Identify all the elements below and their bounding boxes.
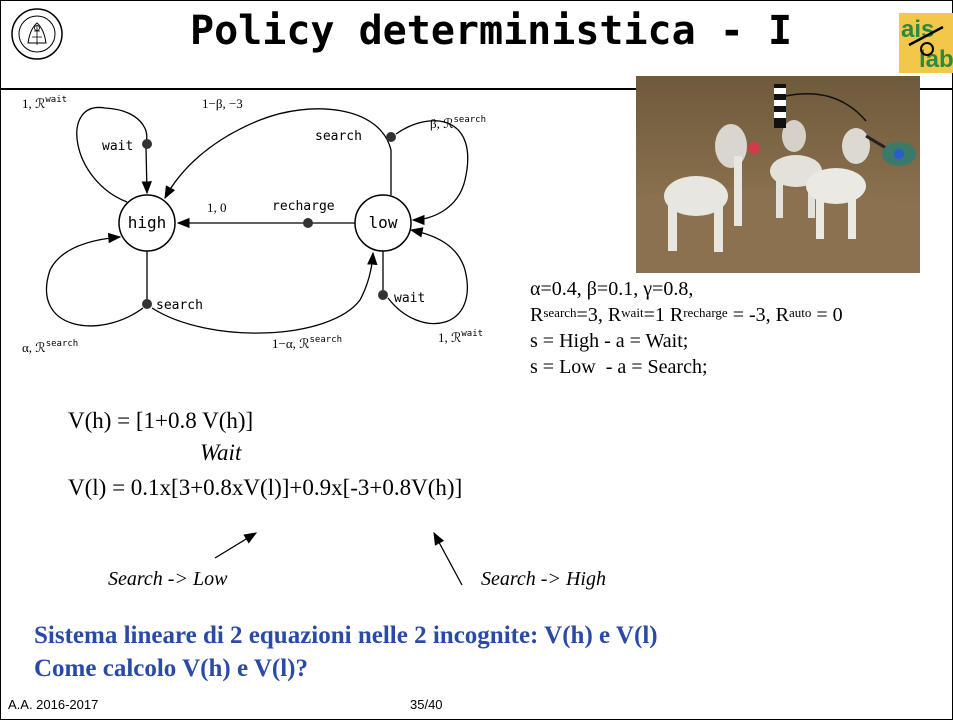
search-low-fail-label: 1−β, −3: [202, 96, 243, 111]
conclusion-line-1: Sistema lineare di 2 equazioni nelle 2 i…: [34, 622, 658, 649]
header-divider: [0, 88, 953, 90]
recharge-reward-label: 1, 0: [207, 200, 227, 215]
wait-note: Wait: [200, 440, 242, 465]
vl-equation: V(l) = 0.1x[3+0.8xV(l)]+0.9x[-3+0.8V(h)]: [68, 475, 463, 500]
svg-text:ais: ais: [901, 16, 934, 43]
params-line-4: s = Low - a = Search;: [530, 356, 708, 378]
footer-page-number: 35/40: [410, 697, 443, 712]
params-line-1: α=0.4, β=0.1, γ=0.8,: [530, 278, 694, 300]
robot-dogs-photo: [636, 76, 920, 273]
conclusion-line-2: Come calcolo V(h) e V(l)?: [34, 655, 309, 682]
university-seal-logo: [11, 8, 63, 60]
params-line-3: s = High - a = Wait;: [530, 330, 689, 352]
recycling-robot-diagram: high low wait search recharge 1, 0 searc…: [22, 95, 486, 355]
footer-academic-year: A.A. 2016-2017: [8, 697, 99, 712]
vh-equation: V(h) = [1+0.8 V(h)]: [68, 408, 254, 433]
recharge-action: recharge: [272, 199, 335, 214]
wait-low-action: wait: [394, 291, 425, 306]
wait-high-reward-label: 1, ℛwait: [22, 95, 67, 111]
search-high-action: search: [156, 298, 203, 313]
parameters-block: α=0.4, β=0.1, γ=0.8, Rsearch=3, Rwait=1 …: [530, 276, 843, 380]
slide-title: Policy deterministica - I: [190, 8, 793, 54]
search-high-success-label: α, ℛsearch: [22, 339, 78, 355]
aislab-logo: ais lab: [899, 13, 953, 73]
wait-low-reward-label: 1, ℛwait: [438, 329, 483, 345]
high-state-label: high: [128, 213, 167, 232]
svg-text:lab: lab: [919, 46, 953, 73]
search-low-action: search: [315, 129, 362, 144]
low-state-label: low: [369, 213, 398, 232]
search-high-fail-label: 1−α, ℛsearch: [272, 335, 342, 351]
search-low-note: Search -> Low: [108, 568, 228, 590]
search-low-success-label: β, ℛsearch: [430, 115, 486, 131]
search-high-note: Search -> High: [481, 568, 606, 590]
wait-high-action: wait: [102, 139, 133, 154]
params-rewards-line: Rsearch=3, Rwait=1 Rrecharge = -3, Rauto…: [530, 304, 843, 326]
